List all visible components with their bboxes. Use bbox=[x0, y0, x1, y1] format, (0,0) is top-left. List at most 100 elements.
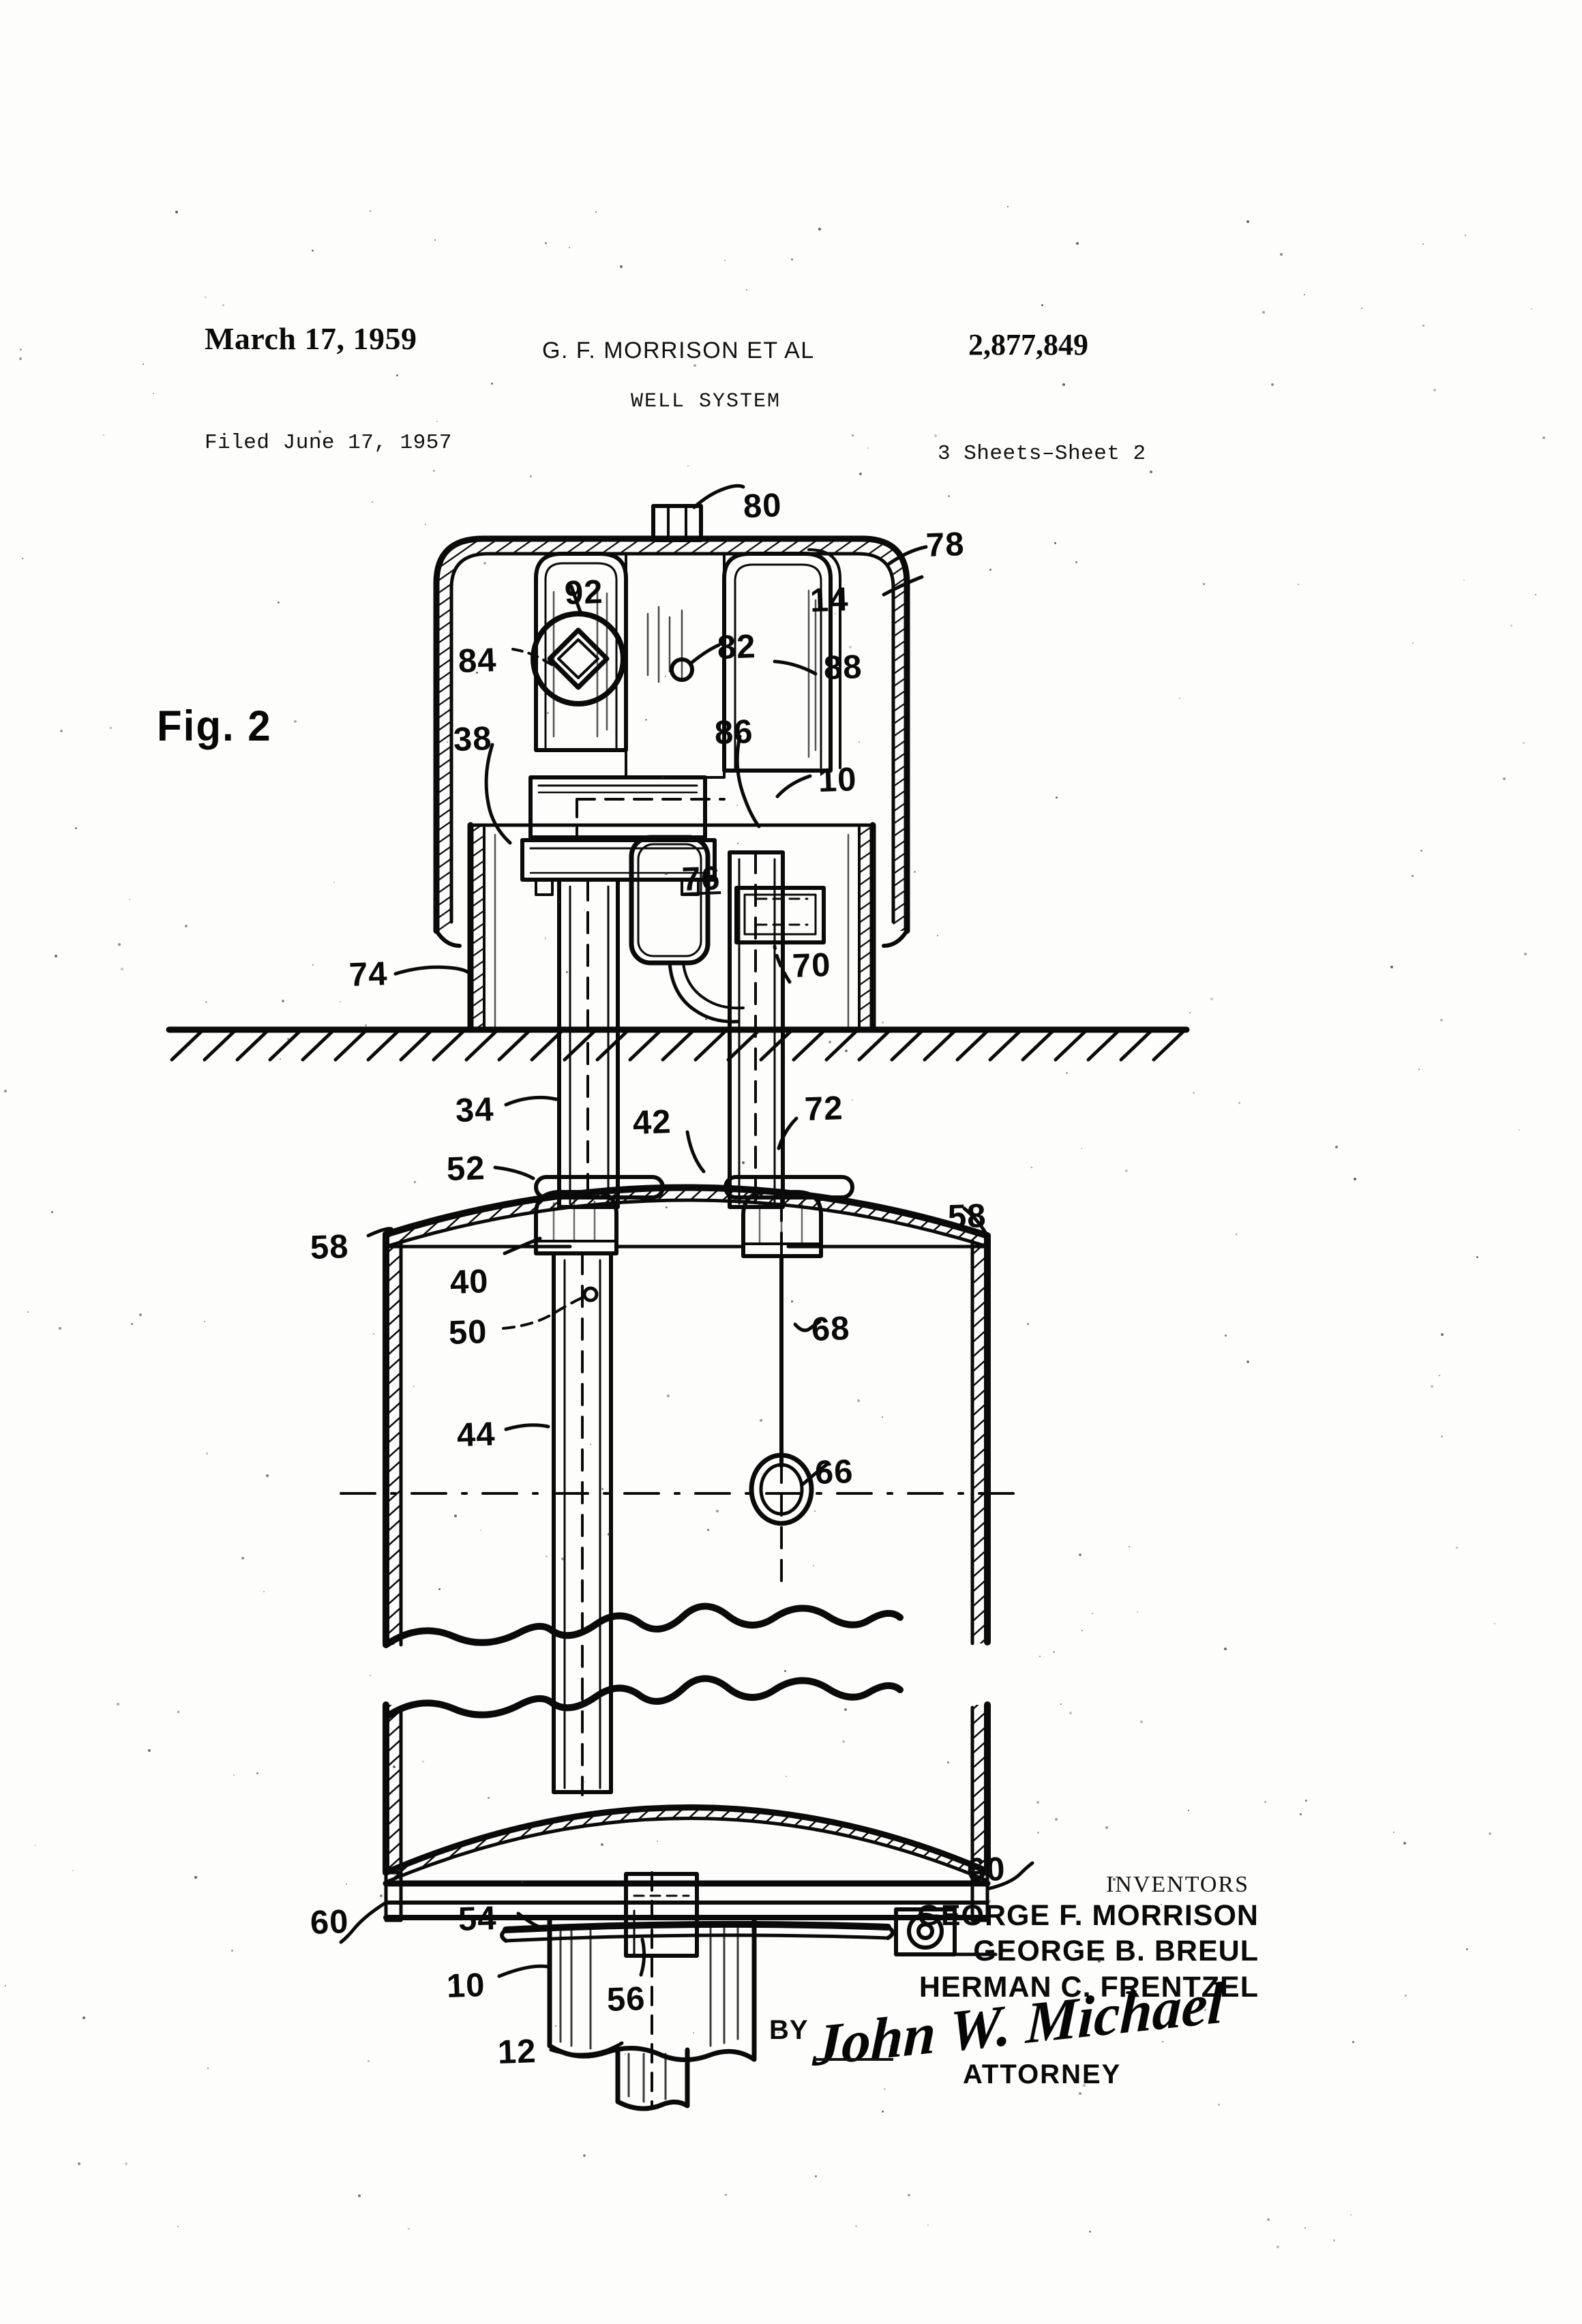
reference-numeral-50: 50 bbox=[448, 1313, 488, 1352]
scan-speck bbox=[266, 1474, 269, 1477]
scan-speck bbox=[835, 613, 836, 614]
scan-speck bbox=[818, 228, 821, 230]
scan-speck bbox=[852, 1099, 853, 1101]
scan-speck bbox=[1081, 1630, 1083, 1631]
scan-speck bbox=[1304, 294, 1305, 295]
scan-speck bbox=[1054, 542, 1056, 544]
scan-speck bbox=[1264, 1801, 1266, 1803]
scan-speck bbox=[1137, 1611, 1138, 1613]
scan-speck bbox=[1079, 2092, 1081, 2095]
scan-speck bbox=[584, 1781, 586, 1783]
scan-speck bbox=[204, 1321, 205, 1322]
scan-speck bbox=[1140, 1720, 1143, 1723]
scan-speck bbox=[661, 776, 664, 779]
scan-speck bbox=[1037, 1832, 1039, 1834]
scan-speck bbox=[491, 383, 493, 385]
scan-speck bbox=[368, 2060, 370, 2062]
scan-speck bbox=[1350, 2214, 1352, 2216]
scan-speck bbox=[118, 943, 121, 946]
scan-speck bbox=[263, 1591, 265, 1592]
scan-speck bbox=[947, 1761, 949, 1763]
scan-speck bbox=[1361, 308, 1362, 309]
scan-speck bbox=[1189, 1012, 1191, 1013]
scan-speck bbox=[707, 1529, 709, 1531]
scan-speck bbox=[777, 2031, 779, 2034]
scan-speck bbox=[425, 524, 426, 525]
scan-speck bbox=[1412, 875, 1414, 877]
scan-speck bbox=[1247, 220, 1249, 223]
scan-speck bbox=[278, 601, 280, 604]
scan-speck bbox=[1433, 389, 1436, 391]
scan-speck bbox=[1238, 1102, 1240, 1104]
scan-speck bbox=[601, 1488, 603, 1490]
scan-speck bbox=[736, 805, 738, 806]
scan-speck bbox=[948, 495, 950, 497]
scan-speck bbox=[434, 239, 436, 241]
scan-speck bbox=[601, 1843, 603, 1846]
scan-speck bbox=[370, 1675, 371, 1676]
scan-speck bbox=[849, 646, 852, 649]
scan-speck bbox=[59, 1327, 61, 1330]
scan-speck bbox=[724, 260, 726, 261]
scan-speck bbox=[1523, 742, 1525, 744]
scan-speck bbox=[1162, 2041, 1163, 2042]
scan-speck bbox=[282, 1000, 284, 1002]
scan-speck bbox=[1027, 1323, 1029, 1325]
scan-speck bbox=[1531, 308, 1532, 310]
scan-speck bbox=[620, 265, 623, 268]
reference-numeral-92: 92 bbox=[564, 573, 604, 612]
reference-numeral-78: 78 bbox=[925, 526, 966, 564]
scan-speck bbox=[1193, 1092, 1195, 1094]
scan-speck bbox=[1456, 1547, 1458, 1549]
scan-speck bbox=[1129, 1546, 1130, 1547]
scan-speck bbox=[177, 1711, 179, 1713]
reference-numeral-82: 82 bbox=[717, 628, 757, 666]
reference-numeral-68: 68 bbox=[811, 1310, 851, 1348]
scan-speck bbox=[842, 1740, 845, 1743]
reference-numeral-76: 76 bbox=[681, 860, 721, 898]
scan-speck bbox=[1441, 1333, 1444, 1336]
scan-speck bbox=[447, 741, 448, 743]
scan-speck bbox=[791, 258, 793, 260]
scan-speck bbox=[231, 1950, 233, 1952]
scan-speck bbox=[194, 1876, 197, 1879]
scan-speck bbox=[55, 955, 57, 957]
scan-speck bbox=[393, 1766, 395, 1768]
scan-speck bbox=[413, 1386, 415, 1387]
scan-speck bbox=[1305, 1800, 1307, 1802]
scan-speck bbox=[725, 2194, 727, 2196]
scan-speck bbox=[346, 1883, 347, 1885]
scan-speck bbox=[608, 1533, 610, 1536]
scan-speck bbox=[1420, 850, 1422, 852]
scan-speck bbox=[1069, 1712, 1072, 1714]
scan-speck bbox=[422, 1761, 424, 1763]
scan-speck bbox=[488, 1797, 490, 1799]
scan-speck bbox=[555, 2025, 556, 2027]
scan-speck bbox=[989, 569, 991, 571]
scan-speck bbox=[1203, 583, 1205, 585]
scan-speck bbox=[667, 1395, 670, 1397]
scan-speck bbox=[312, 964, 314, 966]
scan-speck bbox=[1466, 1948, 1468, 1950]
scan-speck bbox=[844, 1708, 847, 1711]
scan-speck bbox=[1210, 998, 1213, 1000]
scan-speck bbox=[78, 2162, 80, 2165]
scan-speck bbox=[1298, 584, 1299, 585]
scan-speck bbox=[131, 1323, 133, 1325]
reference-numeral-58R: 58 bbox=[947, 1197, 987, 1236]
scan-speck bbox=[1304, 2227, 1306, 2229]
scan-speck bbox=[139, 1313, 142, 1316]
scan-speck bbox=[786, 1776, 787, 1777]
inventor-name-2: GEORGE B. BREUL bbox=[973, 1935, 1259, 1968]
scan-speck bbox=[1439, 1375, 1440, 1376]
scan-speck bbox=[241, 1557, 244, 1560]
scan-speck bbox=[742, 1161, 745, 1164]
reference-numeral-40: 40 bbox=[449, 1263, 490, 1301]
scan-speck bbox=[855, 2225, 857, 2227]
scan-speck bbox=[121, 968, 123, 970]
scan-speck bbox=[937, 935, 938, 936]
scan-speck bbox=[1089, 2231, 1091, 2233]
scan-speck bbox=[1179, 698, 1180, 699]
scan-speck bbox=[1352, 2041, 1354, 2043]
attorney-label: ATTORNEY bbox=[963, 2059, 1122, 2089]
